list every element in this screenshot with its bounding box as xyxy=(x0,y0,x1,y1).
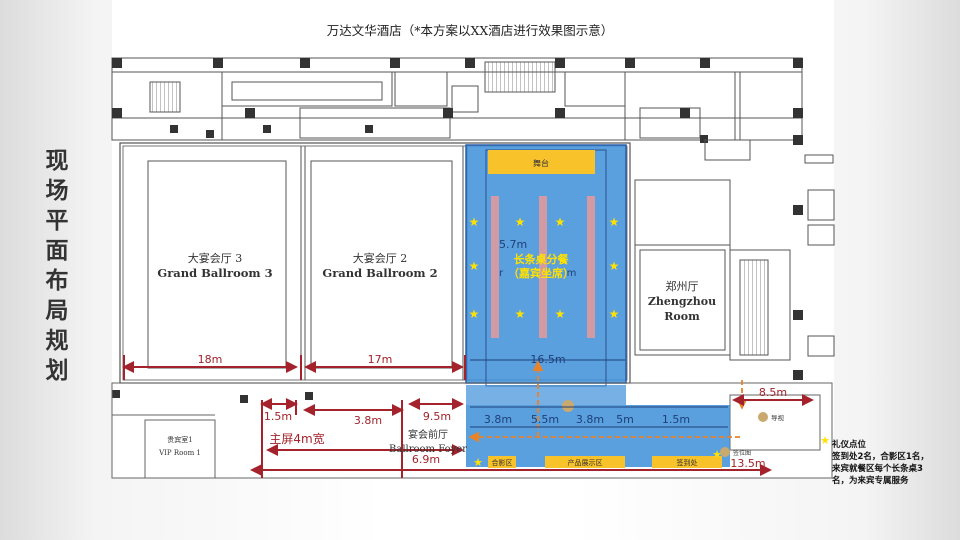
photo-zone-label: 合影区 xyxy=(492,458,513,467)
side-title-char: 划 xyxy=(45,357,69,384)
svg-text:★: ★ xyxy=(609,259,620,273)
guide-sign-dot xyxy=(758,412,768,422)
guide-label: 导视 xyxy=(771,413,785,422)
ballroom3-en: Grand Ballroom 3 xyxy=(157,266,272,280)
dim-9-5m: 9.5m xyxy=(423,410,451,423)
etiquette-note: 礼仪点位 签到处2名，合影区1名，来宾就餐区每个长条桌3名，为来宾专属服务 xyxy=(832,440,929,486)
foyer-dims: 3.8m 5.5m 3.8m 5m 1.5m xyxy=(484,413,690,426)
signin-label: 签到处 xyxy=(677,458,698,467)
etiquette-stars: ★ ★ ★ ★ ★ ★ ★ ★ ★ ★ xyxy=(469,215,620,321)
side-title-char: 现 xyxy=(45,147,69,174)
long-table xyxy=(587,196,595,338)
plan-header: 万达文华酒店（*本方案以XX酒店进行效果图示意） xyxy=(327,23,614,38)
long-table-sublabel: （嘉宾坐席） xyxy=(508,266,574,280)
stage-label: 舞台 xyxy=(533,158,549,168)
product-zone-label: 产品展示区 xyxy=(568,458,603,467)
columns xyxy=(112,58,803,403)
service-corridor xyxy=(111,57,803,141)
dim-8-5m: 8.5m xyxy=(759,386,787,399)
ballroom-dim-lines xyxy=(122,355,466,380)
side-title-char: 局 xyxy=(45,297,69,324)
dim-1-5m-left: 1.5m xyxy=(264,410,292,423)
svg-text:★: ★ xyxy=(609,215,620,229)
dim-17m: 17m xyxy=(368,353,393,366)
stage xyxy=(488,150,595,174)
ballroom3-cn: 大宴会厅 3 xyxy=(188,251,243,265)
main-screen-label: 主屏4m宽 xyxy=(269,431,324,446)
side-title-char: 规 xyxy=(45,327,69,354)
side-title-char: 场 xyxy=(45,177,69,204)
ballroom1-hint: r m xyxy=(499,268,576,279)
dim-16-5m: 16.5m xyxy=(530,353,565,366)
dim-5-5m: 5.5m xyxy=(531,413,559,426)
vip-cn: 贵宾室1 xyxy=(167,435,192,444)
foyer-doors xyxy=(466,385,626,405)
dim-3-8m: 3.8m xyxy=(576,413,604,426)
long-table xyxy=(491,196,499,338)
svg-text:★: ★ xyxy=(555,215,566,229)
side-title-char: 面 xyxy=(45,237,69,264)
guide-dot xyxy=(562,400,574,412)
zhengzhou-en1: Zhengzhou xyxy=(648,295,716,308)
foyer-stars: ★ ★ ★ xyxy=(473,434,830,469)
flow-arrows xyxy=(468,360,748,443)
dim-18m: 18m xyxy=(198,353,223,366)
dim-5m: 5m xyxy=(616,413,634,426)
signin-dot xyxy=(720,447,730,457)
long-table xyxy=(539,196,547,338)
side-title: 现 场 平 面 布 局 规 划 xyxy=(40,146,74,386)
svg-text:★: ★ xyxy=(469,259,480,273)
dim-13-5m: 13.5m xyxy=(730,457,765,470)
foyer-dim-lines xyxy=(470,406,728,428)
ballroom2-en: Grand Ballroom 2 xyxy=(322,266,437,280)
svg-text:★: ★ xyxy=(473,456,483,469)
svg-text:★: ★ xyxy=(609,307,620,321)
dim-5-7m: 5.7m xyxy=(499,238,527,251)
zhengzhou-cn: 郑州厅 xyxy=(666,279,699,293)
dim-3-8m: 3.8m xyxy=(484,413,512,426)
foyer-en: Ballroom Foyer xyxy=(389,444,467,455)
foyer-red-dims xyxy=(250,394,814,478)
svg-text:★: ★ xyxy=(469,215,480,229)
right-rooms xyxy=(634,139,835,361)
svg-text:★: ★ xyxy=(555,307,566,321)
signin-dot-label: 签位图 xyxy=(733,449,751,457)
side-title-char: 布 xyxy=(45,267,69,294)
svg-text:★: ★ xyxy=(469,307,480,321)
vip-en: VIP Room 1 xyxy=(158,449,201,457)
ballroom2-cn: 大宴会厅 2 xyxy=(353,251,408,265)
svg-text:★: ★ xyxy=(515,215,526,229)
zhengzhou-en2: Room xyxy=(664,310,700,323)
svg-text:★: ★ xyxy=(712,448,722,461)
foyer-cn: 宴会前厅 xyxy=(408,428,448,441)
dim-6-9m: 6.9m xyxy=(412,453,440,466)
long-table-label: 长条桌分餐 xyxy=(514,252,570,266)
dim-1-5m: 1.5m xyxy=(662,413,690,426)
svg-text:★: ★ xyxy=(515,307,526,321)
dim-3-8m-left: 3.8m xyxy=(354,414,382,427)
side-title-char: 平 xyxy=(45,207,69,234)
svg-text:★: ★ xyxy=(820,434,830,447)
